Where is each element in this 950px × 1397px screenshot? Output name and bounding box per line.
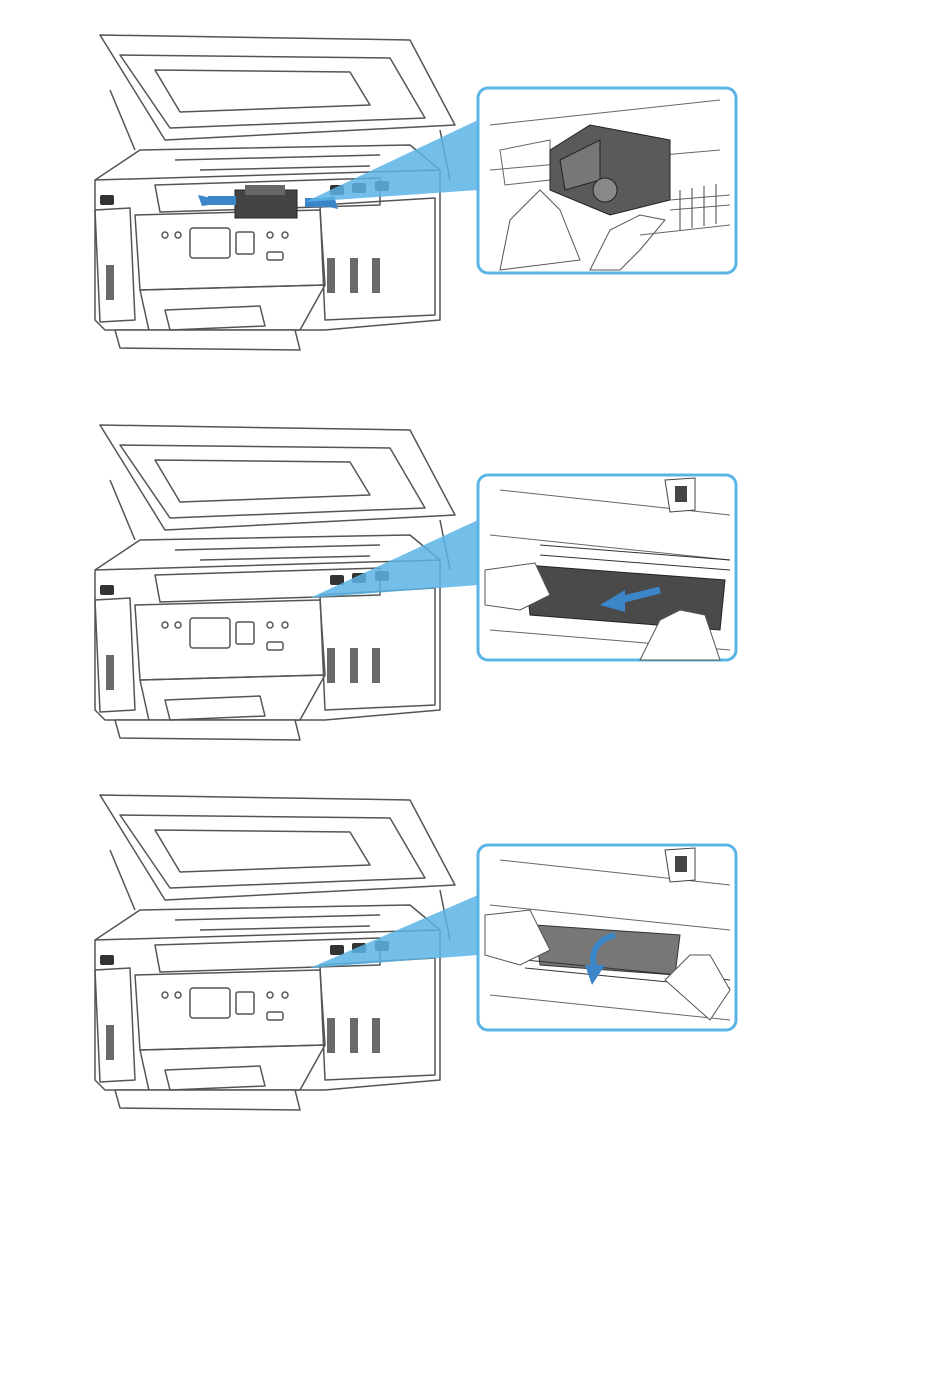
- printer-illustration: [80, 30, 750, 355]
- figure-step-3: [80, 790, 750, 1115]
- figure-step-2: [80, 420, 750, 745]
- callout-box: [478, 845, 736, 1030]
- callout-box: [478, 475, 736, 660]
- callout-beam: [305, 120, 478, 202]
- callout-box: [478, 88, 736, 273]
- print-head-holder-icon: [235, 185, 297, 218]
- printer-illustration: [80, 420, 750, 745]
- figure-step-1: [80, 30, 750, 355]
- printer-illustration: [80, 790, 750, 1115]
